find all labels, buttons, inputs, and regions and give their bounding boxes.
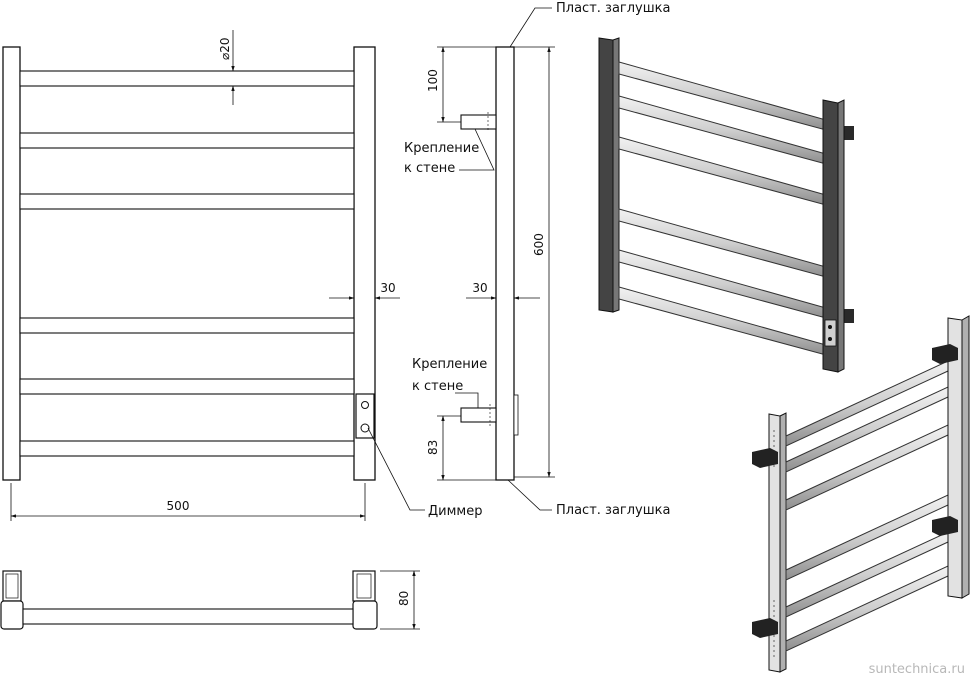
dim-side-depth: 30 xyxy=(380,281,395,295)
right-upright xyxy=(353,46,376,481)
dim-bottom-offset: 83 xyxy=(426,440,440,455)
label-wall-mount-2a: Крепление xyxy=(412,357,487,372)
left-upright xyxy=(2,46,21,481)
label-wall-mount-1b: к стене xyxy=(404,161,455,176)
wall-mount-bottom xyxy=(460,404,497,426)
side-view: 100 83 600 30 Пласт. заглушка Пласт. заг… xyxy=(404,1,670,518)
side-upright xyxy=(495,46,515,481)
label-dimmer: Диммер xyxy=(428,504,482,519)
dim-front-depth: 30 xyxy=(472,281,487,295)
rails xyxy=(19,70,355,457)
label-wall-mount-1a: Крепление xyxy=(404,141,479,156)
dim-width: 500 xyxy=(167,499,190,513)
front-view: ⌀20 500 30 Диммер xyxy=(2,30,482,521)
bottom-view: 80 xyxy=(0,570,420,630)
dim-height: 600 xyxy=(532,233,546,256)
iso-view-back xyxy=(752,315,970,673)
dim-pipe-diameter: ⌀20 xyxy=(218,38,232,61)
watermark: suntechnica.ru xyxy=(869,662,965,677)
iso-view-front xyxy=(598,37,854,373)
label-plug-top: Пласт. заглушка xyxy=(556,1,670,16)
dim-bottom-depth: 80 xyxy=(397,591,411,606)
dim-top-offset: 100 xyxy=(426,69,440,92)
label-wall-mount-2b: к стене xyxy=(412,379,463,394)
label-plug-bottom: Пласт. заглушка xyxy=(556,503,670,518)
wall-mount-top xyxy=(460,112,497,132)
dimmer-unit xyxy=(355,393,375,439)
